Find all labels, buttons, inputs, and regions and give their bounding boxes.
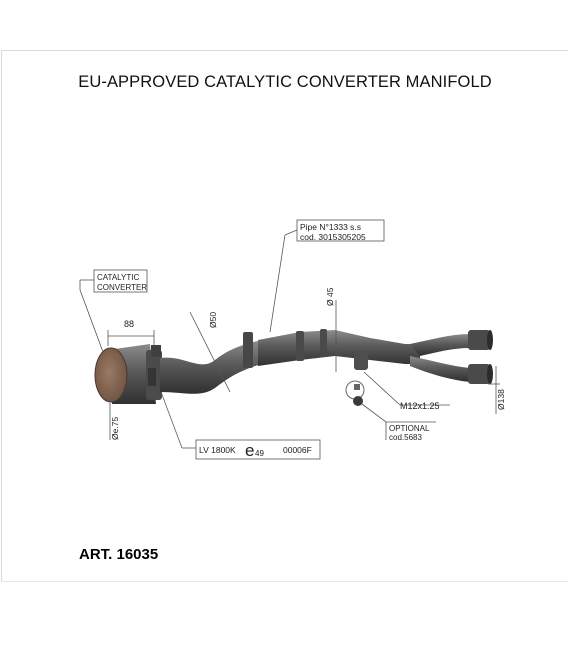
- pipe-code: cod. 3015305205: [300, 232, 366, 242]
- converter-face: [94, 347, 128, 403]
- optional-plug: [345, 380, 365, 406]
- optional-code: cod.5683: [389, 433, 422, 442]
- thread-label: M12x1.25: [400, 401, 440, 411]
- callout-lines: [79, 219, 500, 460]
- pipe-label: Pipe N°1333 s.s: [300, 222, 361, 232]
- dim-88: 88: [124, 319, 134, 329]
- dim-phi45: Ø 45: [325, 287, 335, 306]
- e-mark-number: 49: [255, 449, 264, 458]
- labels: CATALYTIC CONVERTER 88 Ø50 Ø 45 Øe.75 Ø1…: [97, 222, 506, 460]
- diagram-title: EU-APPROVED CATALYTIC CONVERTER MANIFOLD: [78, 73, 492, 91]
- dim-phi75: Øe.75: [110, 417, 120, 440]
- dim-phi38: Ø138: [496, 389, 506, 410]
- exhaust-pipe: [94, 329, 493, 404]
- panel-border: [1, 50, 568, 582]
- optional-label: OPTIONAL: [389, 424, 430, 433]
- article-number: ART. 16035: [79, 546, 159, 563]
- label-catalytic: CATALYTIC: [97, 273, 139, 282]
- dim-phi50: Ø50: [208, 312, 218, 328]
- approval-prefix: LV 1800K: [199, 445, 236, 455]
- sensor-boss: [354, 352, 368, 370]
- approval-suffix: 00006F: [283, 445, 312, 455]
- e-mark: e: [245, 441, 254, 460]
- label-converter: CONVERTER: [97, 283, 147, 292]
